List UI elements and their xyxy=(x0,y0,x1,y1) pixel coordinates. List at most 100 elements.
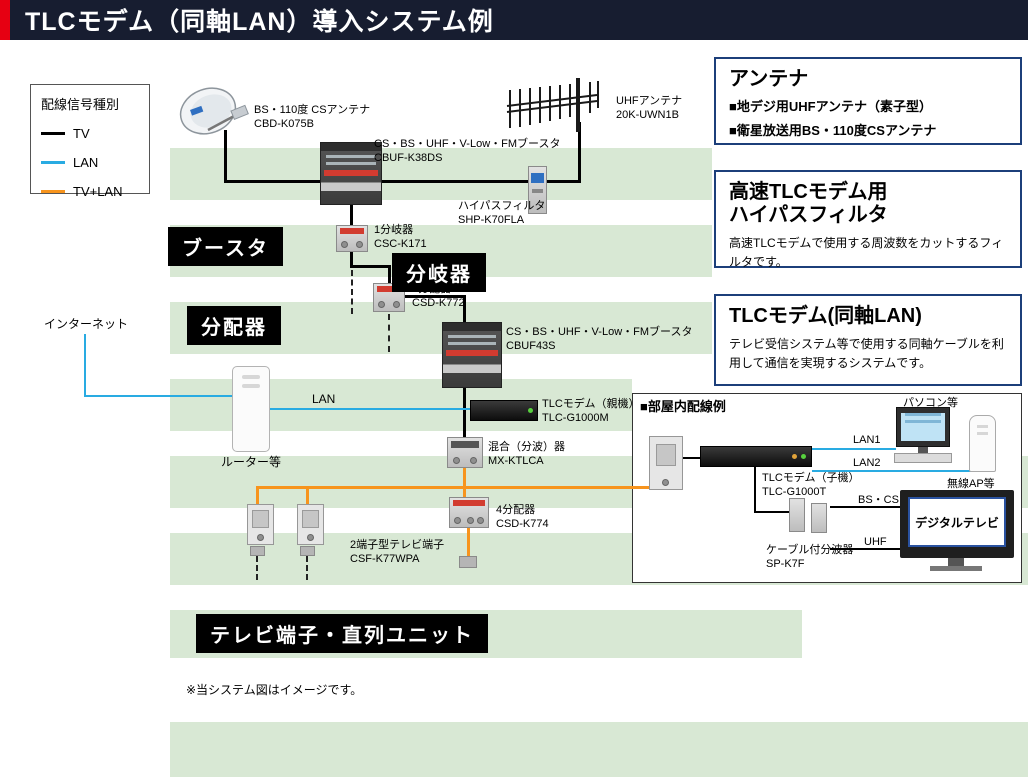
cable-splitter-device2 xyxy=(811,503,827,533)
digital-tv-frame: デジタルテレビ xyxy=(900,490,1014,558)
label-router: ルーター等 xyxy=(221,455,282,469)
wire-outlet1-drop xyxy=(256,486,259,507)
legend-item-lan: LAN xyxy=(41,155,139,170)
section-label-branch: 分岐器 xyxy=(392,253,486,292)
info-hpf-body: 高速TLCモデムで使用する周波数をカットするフィルタです。 xyxy=(729,236,1004,269)
digital-tv-stand xyxy=(948,558,964,566)
label-branch1: 1分岐器 CSC-K171 xyxy=(374,224,427,251)
wire-modem-down xyxy=(754,466,756,513)
title-bar: TLCモデム（同軸LAN）導入システム例 xyxy=(0,0,1028,40)
tv-outlet1-device xyxy=(247,504,274,545)
wire-internet-vertical xyxy=(84,334,86,397)
room-outlet-device xyxy=(649,436,683,490)
section-label-tv-terminal: テレビ端子・直列ユニット xyxy=(196,614,488,653)
wire-splitter2-in xyxy=(388,265,391,286)
info-box-hpf: 高速TLCモデム用 ハイパスフィルタ 高速TLCモデムで使用する周波数をカットす… xyxy=(714,170,1022,269)
legend: 配線信号種別 TV LAN TV+LAN xyxy=(30,84,150,199)
floor-stripe xyxy=(170,148,712,200)
booster-sub-device xyxy=(442,322,502,388)
wire-uhf xyxy=(830,548,902,550)
info-hpf-title-line2: ハイパスフィルタ xyxy=(729,204,888,226)
wire-trunk-continues-2 xyxy=(388,314,390,352)
label-pc: パソコン等 xyxy=(903,397,958,409)
wire-outlet2-continues xyxy=(306,556,308,580)
pc-monitor-icon xyxy=(896,407,950,447)
label-lan: LAN xyxy=(312,392,336,406)
label-internet: インターネット xyxy=(44,317,129,331)
cable-splitter-device xyxy=(789,498,805,532)
wire-branch-out xyxy=(350,251,353,268)
label-lan2: LAN2 xyxy=(853,457,881,469)
wire-roomoutlet-to-modem xyxy=(682,457,700,459)
info-tlc-title: TLCモデム(同軸LAN) xyxy=(729,305,922,327)
wire-mixer-out xyxy=(463,467,466,489)
wire-roof-trunk xyxy=(224,180,581,183)
wire-lan2 xyxy=(812,470,972,472)
label-tlc-modem-child: TLCモデム（子機） TLC-G1000T xyxy=(762,472,860,499)
wire-booster2-in xyxy=(463,295,466,325)
splitter4-connector xyxy=(459,556,477,568)
wire-internet-to-router xyxy=(84,395,234,397)
label-tlc-modem-parent: TLCモデム（親機） TLC-G1000M xyxy=(542,398,640,425)
legend-item-tvlan: TV+LAN xyxy=(41,184,139,199)
wire-dish-drop xyxy=(224,130,227,183)
digital-tv-label: デジタルテレビ xyxy=(915,515,999,530)
label-booster-sub: CS・BS・UHF・V-Low・FMブースタ CBUF43S xyxy=(506,326,693,353)
title-accent xyxy=(0,0,10,40)
label-cable-splitter: ケーブル付分波器 SP-K7F xyxy=(766,544,854,571)
legend-tv-label: TV xyxy=(73,126,90,141)
tlc-modem-child-device xyxy=(700,446,812,467)
info-box-antenna: アンテナ ■地デジ用UHFアンテナ（素子型） ■衛星放送用BS・110度CSアン… xyxy=(714,57,1022,145)
pc-keyboard-icon xyxy=(894,453,952,463)
wire-booster-drop xyxy=(350,204,353,228)
wire-splitter4-out xyxy=(467,527,470,558)
wire-branch-horizontal xyxy=(350,265,391,268)
bs-cs-antenna-icon xyxy=(179,87,249,135)
splitter4-device xyxy=(449,497,489,528)
label-uhf-line: UHF xyxy=(864,536,887,548)
label-high-pass-filter: ハイパスフィルタ SHP-K70FLA xyxy=(458,200,546,227)
info-hpf-title-line1: 高速TLCモデム用 xyxy=(729,181,888,203)
info-box-tlc: TLCモデム(同軸LAN) テレビ受信システム等で使用する同軸ケーブルを利用して… xyxy=(714,294,1022,386)
wireless-ap-device xyxy=(969,415,996,472)
label-uhf-antenna: UHFアンテナ 20K-UWN1B xyxy=(616,95,683,122)
wire-booster2-to-mixer xyxy=(463,387,466,440)
info-antenna-line1: ■地デジ用UHFアンテナ（素子型） xyxy=(729,99,933,114)
legend-tvlan-label: TV+LAN xyxy=(73,184,123,199)
wire-modem-to-splitter xyxy=(754,511,790,513)
label-bs-cs-antenna: BS・110度 CSアンテナ CBD-K075B xyxy=(254,104,371,131)
info-antenna-title: アンテナ xyxy=(729,68,809,90)
label-tv-outlet: 2端子型テレビ端子 CSF-K77WPA xyxy=(350,539,445,566)
floor-stripe xyxy=(170,722,1028,777)
digital-tv-screen: デジタルテレビ xyxy=(908,497,1006,547)
legend-title: 配線信号種別 xyxy=(41,97,120,112)
wire-outlet1-continues xyxy=(256,556,258,580)
wire-router-to-modem xyxy=(268,408,472,410)
legend-item-tv: TV xyxy=(41,126,139,141)
wire-bscs xyxy=(830,506,902,508)
wire-lan1 xyxy=(812,448,896,450)
tvlan-line-swatch xyxy=(41,190,65,193)
legend-lan-label: LAN xyxy=(73,155,99,170)
info-antenna-line2: ■衛星放送用BS・110度CSアンテナ xyxy=(729,123,937,138)
digital-tv-base xyxy=(930,566,982,571)
section-label-splitter: 分配器 xyxy=(187,306,281,345)
booster-main-device xyxy=(320,142,382,205)
label-wireless-ap: 無線AP等 xyxy=(947,478,995,490)
wire-floor-horizontal xyxy=(257,486,659,489)
wire-splitter2-out xyxy=(402,295,466,298)
room-box-title: ■部屋内配線例 xyxy=(640,399,726,414)
label-booster-main: CS・BS・UHF・V-Low・FMブースタ CBUF-K38DS xyxy=(374,138,561,165)
router-device xyxy=(232,366,270,452)
outlet1-connector xyxy=(250,546,265,556)
label-splitter4: 4分配器 CSD-K774 xyxy=(496,504,549,531)
mixer-device xyxy=(447,437,483,468)
branch1-device xyxy=(336,225,368,252)
wire-splitter4-in xyxy=(463,486,466,500)
pc-stand-icon xyxy=(918,447,928,453)
wire-uhf-mast xyxy=(578,122,581,183)
uhf-antenna-icon xyxy=(506,78,599,132)
footnote: ※当システム図はイメージです。 xyxy=(186,683,363,697)
high-pass-filter-device xyxy=(528,166,547,214)
